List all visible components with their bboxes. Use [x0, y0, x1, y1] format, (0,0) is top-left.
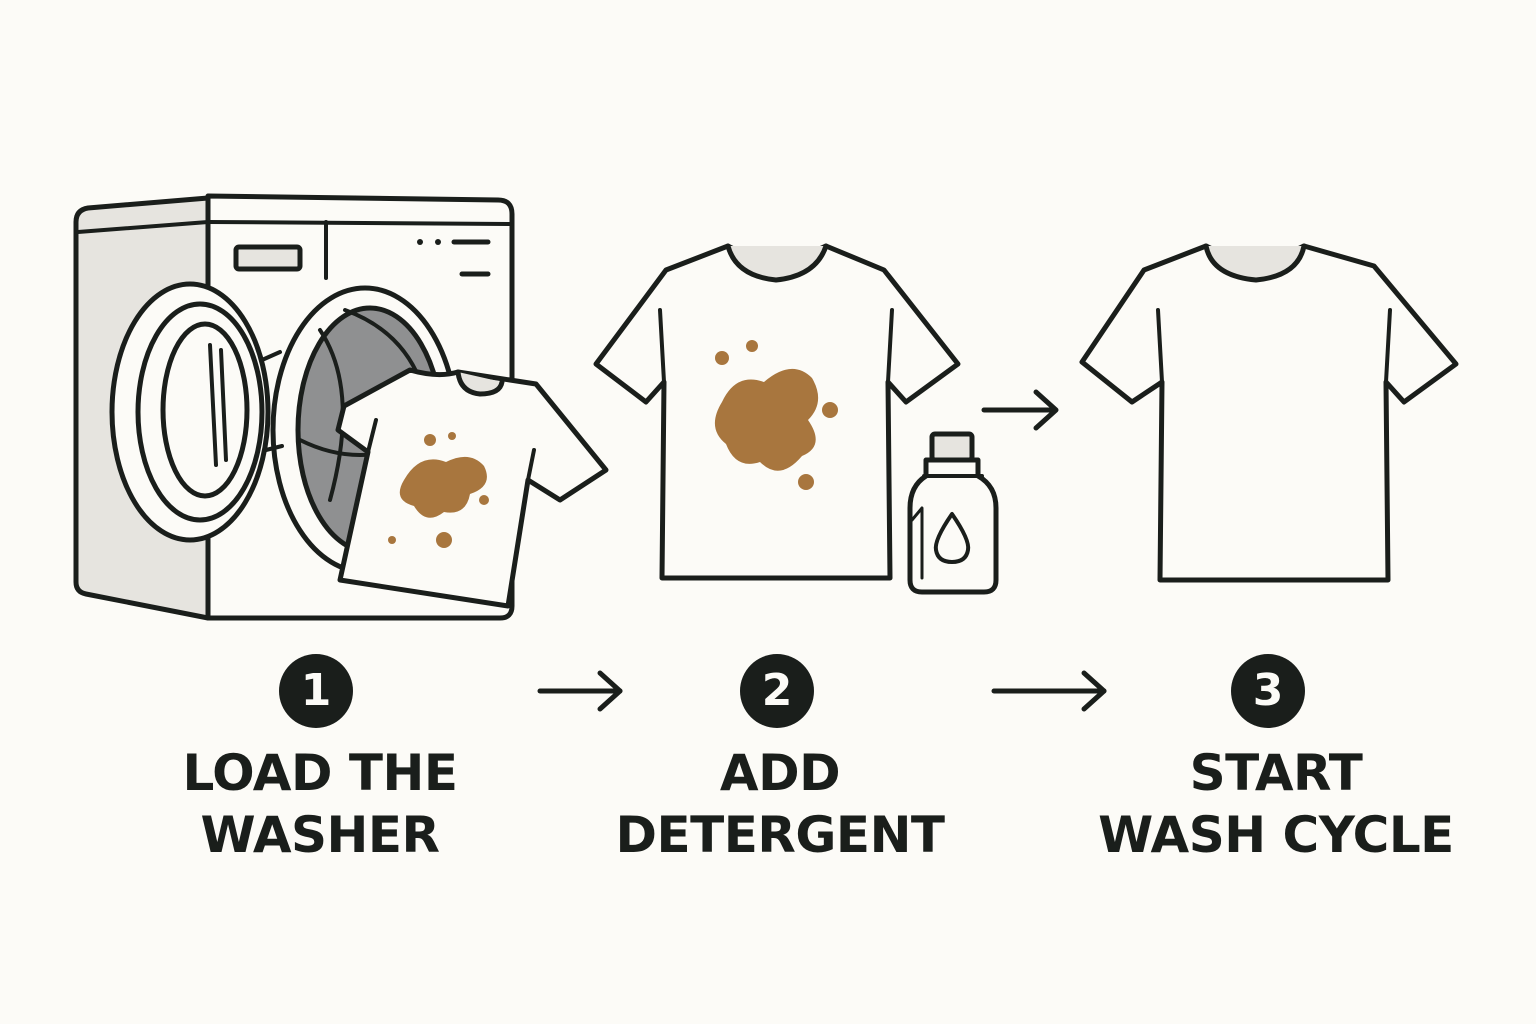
step-1-label: LOAD THE WASHER — [110, 742, 530, 866]
flow-arrow-2 — [991, 670, 1107, 712]
step-2-number: 2 — [740, 654, 814, 728]
clean-shirt-icon — [1079, 243, 1459, 583]
stained-shirt-icon — [593, 243, 961, 581]
step-2-label: ADD DETERGENT — [570, 742, 990, 866]
arrow-right-icon — [981, 389, 1059, 431]
step-3-label-line2: WASH CYCLE — [1098, 806, 1454, 864]
stained-shirt-in-washer-icon — [335, 367, 609, 609]
flow-arrow-1 — [537, 670, 623, 712]
step-3-label: START WASH CYCLE — [1066, 742, 1486, 866]
step-1-number: 1 — [279, 654, 353, 728]
step-2-label-line1: ADD — [719, 744, 841, 802]
step-3-number: 3 — [1231, 654, 1305, 728]
detergent-bottle-icon — [907, 431, 999, 595]
step-2-label-line2: DETERGENT — [615, 806, 945, 864]
step-1-label-line1: LOAD THE — [182, 744, 458, 802]
step-3-label-line1: START — [1189, 744, 1363, 802]
step-1-label-line2: WASHER — [200, 806, 440, 864]
